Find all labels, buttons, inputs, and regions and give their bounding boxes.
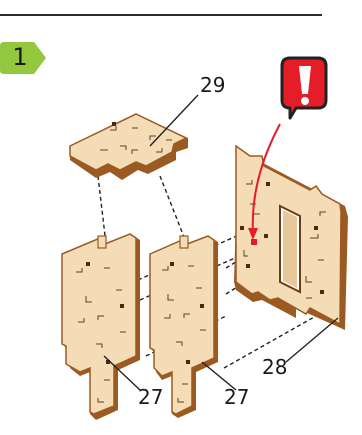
back-panel-28 [234, 146, 348, 330]
exclamation-icon [282, 58, 326, 118]
callout-label-27-middle: 27 [224, 385, 249, 409]
callout-label-27-left: 27 [138, 385, 163, 409]
highlighted-slot [251, 239, 257, 245]
callout-label-29: 29 [200, 73, 225, 97]
callout-label-28: 28 [262, 355, 287, 379]
left-panel-27 [62, 234, 140, 420]
